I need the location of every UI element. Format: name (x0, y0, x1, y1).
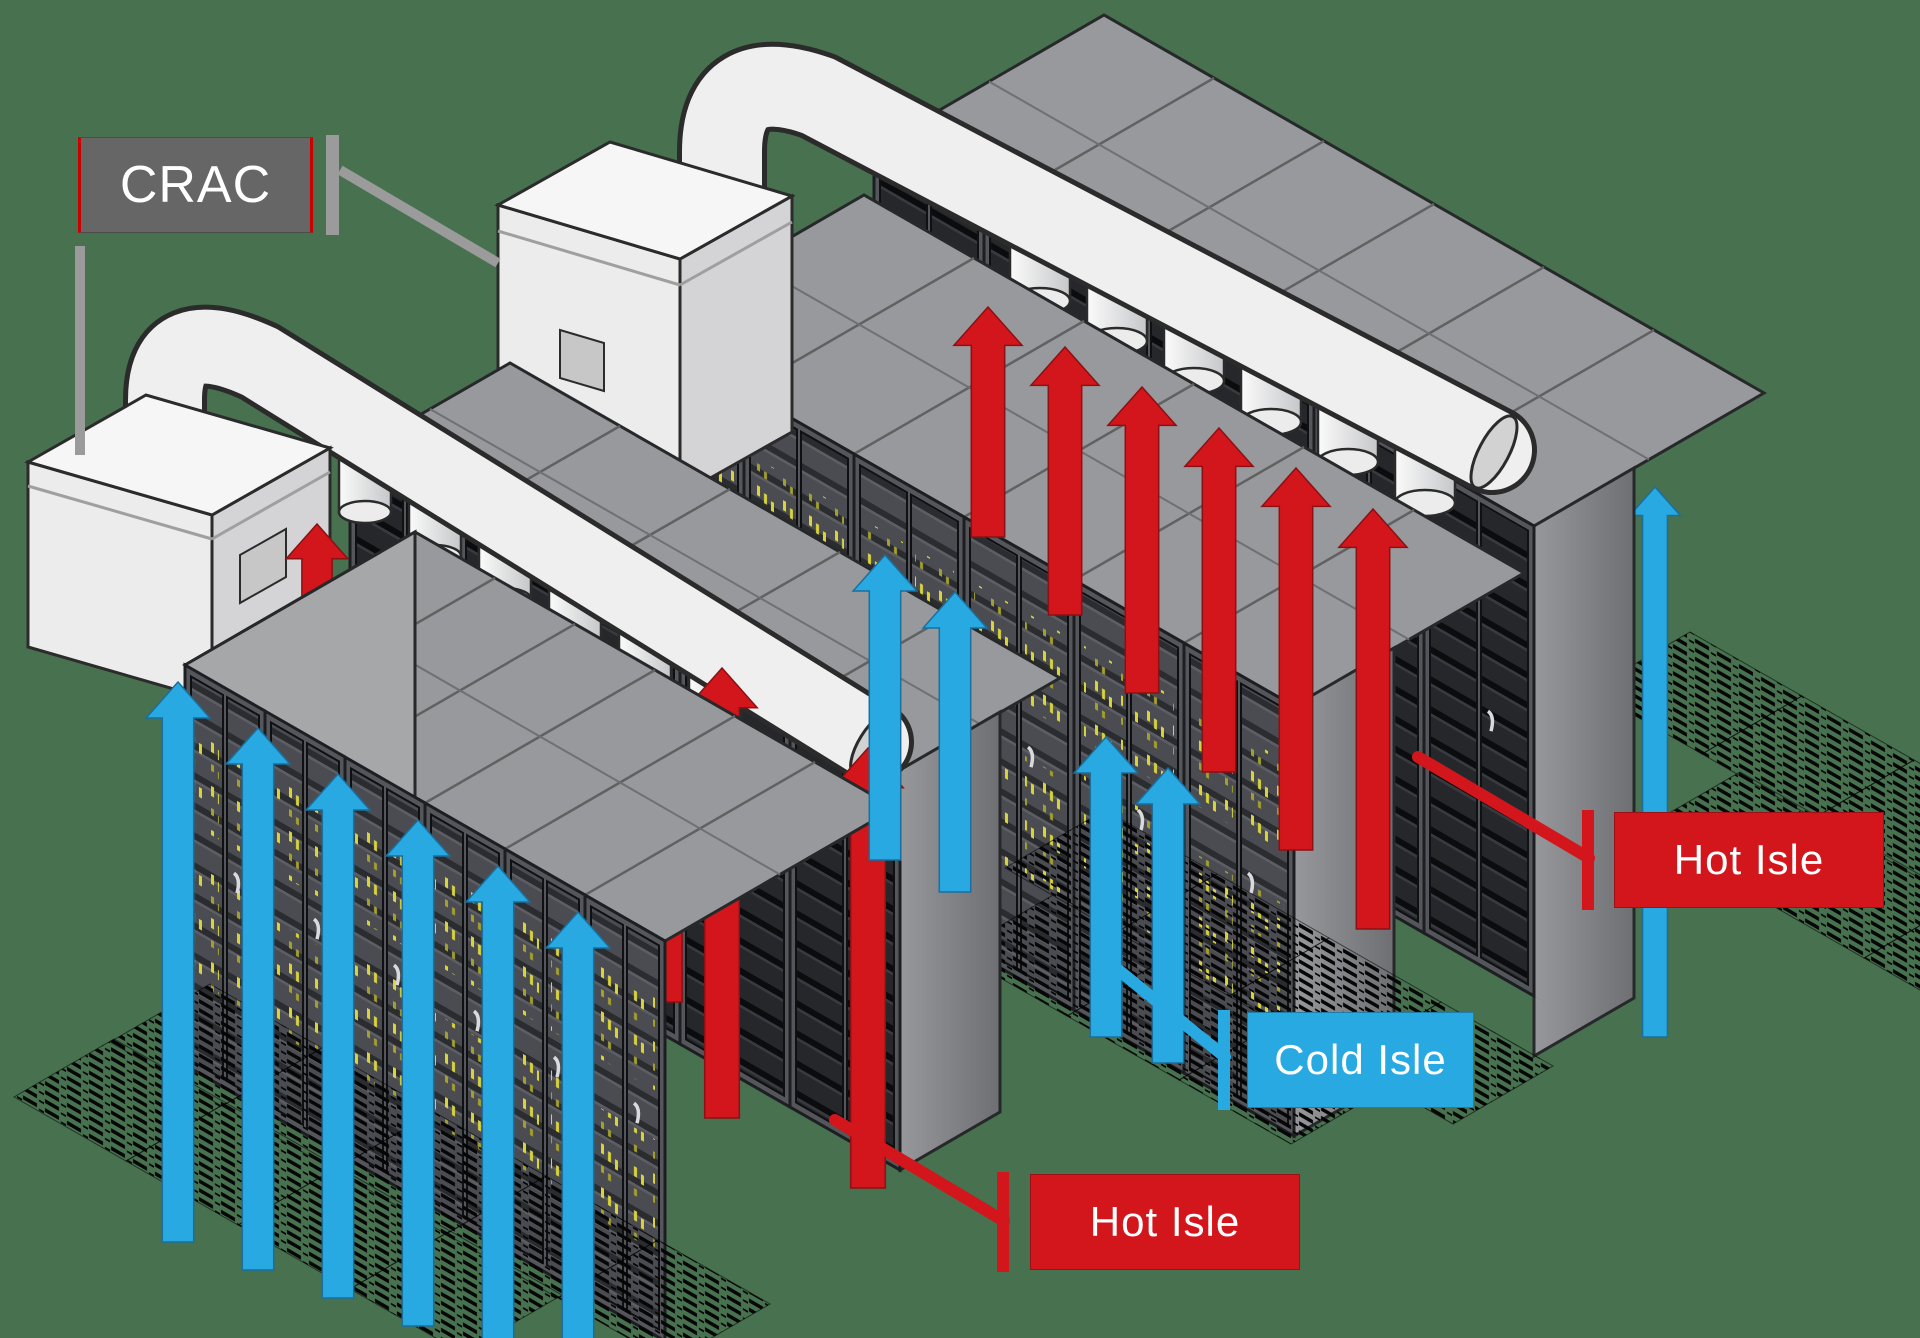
hot-isle-right-connector (1412, 751, 1595, 864)
cold-isle-tick (1218, 1010, 1230, 1110)
rack-led-cluster (515, 914, 539, 1024)
rack-door-handle (1486, 709, 1495, 732)
hot-isle-bottom-tick (997, 1172, 1009, 1272)
rack-led-cluster (195, 730, 219, 840)
rack-door-handle (232, 871, 241, 894)
rack-led-cluster (1245, 737, 1284, 856)
overhead-duct-upper (677, 41, 1537, 495)
rack-led-cluster (435, 1012, 459, 1147)
crac-seam (211, 470, 331, 541)
funnel-rim (337, 499, 393, 525)
crac-label: CRAC (78, 137, 313, 233)
rack-led-cluster (195, 860, 219, 995)
crac-access-panel (559, 328, 605, 393)
hot-air-arrow (1106, 385, 1178, 694)
cold-isle-text: Cold Isle (1274, 1036, 1447, 1083)
rack-led-cluster (1084, 645, 1123, 764)
rack-door-handle (632, 1101, 641, 1124)
hot-isle-right-tick (1582, 810, 1594, 910)
hot-air-arrow (1029, 345, 1101, 616)
rack-led-cluster (435, 868, 459, 978)
duct-pipe (128, 309, 909, 779)
duct-pipe (682, 46, 1532, 490)
perforated-floor-tile (1862, 924, 1920, 991)
crac-seam (679, 220, 793, 287)
cold-air-arrow (464, 864, 532, 1338)
duct-end-cap (1469, 414, 1519, 490)
rack-door-handle (1246, 871, 1255, 894)
cold-air-arrow (1072, 735, 1140, 1038)
perforated-floor-tile (556, 1239, 772, 1338)
rack-led-cluster (355, 952, 379, 1087)
rack-door-handle (472, 1009, 481, 1032)
rack-top-mid-seam (988, 80, 1650, 461)
cold-air-arrow (921, 590, 989, 893)
hot-air-arrow (1337, 507, 1409, 930)
rack-led-cluster (1135, 674, 1174, 793)
crac-connector-tick (326, 135, 339, 235)
rack-led-cluster (631, 981, 655, 1091)
crac-seam (497, 229, 681, 287)
crac-access-panel (239, 527, 287, 605)
cold-air-arrow (1628, 485, 1682, 1038)
crac-connector-line (337, 165, 501, 268)
hot-isle-bottom-connector (829, 1114, 1010, 1227)
hot-isle-label-bottom: Hot Isle (1030, 1174, 1300, 1270)
cold-air-arrow (224, 726, 292, 1271)
rack-door-handle (392, 963, 401, 986)
rack-end-panel (1532, 465, 1636, 1059)
rack-led-cluster (515, 1044, 539, 1179)
rack-led-cluster (355, 822, 379, 932)
rack-led-cluster (631, 1125, 655, 1260)
hot-air-arrow (1183, 426, 1255, 773)
cold-air-arrow (1134, 766, 1202, 1064)
cold-isle-label: Cold Isle (1247, 1012, 1474, 1108)
hot-isle-bottom-text: Hot Isle (1089, 1198, 1241, 1245)
cold-isle-connector (1099, 953, 1231, 1063)
crac-seam (27, 484, 213, 541)
cold-air-arrow (384, 818, 452, 1327)
crac-top-face (494, 140, 796, 261)
hot-isle-right-text: Hot Isle (1673, 836, 1825, 883)
cold-air-arrow (544, 910, 612, 1338)
rack-door-handle (1136, 808, 1145, 831)
cold-air-arrow (304, 772, 372, 1299)
rack-led-cluster (595, 1104, 619, 1239)
crac-top-face (24, 393, 334, 517)
rack-door-handle (312, 917, 321, 940)
hot-isle-label-right: Hot Isle (1614, 812, 1884, 908)
rack-door-handle (552, 1055, 561, 1078)
cold-air-arrow (851, 553, 919, 861)
rack-door-handle (1026, 745, 1035, 768)
hot-air-arrow (1260, 466, 1332, 851)
rack-led-cluster (595, 960, 619, 1070)
crac-label-text: CRAC (119, 156, 272, 214)
label-connectors (75, 135, 1595, 1272)
rack-back-door (1480, 501, 1529, 987)
hot-air-arrow (952, 305, 1024, 538)
rack-led-cluster (275, 920, 299, 1055)
rack-led-cluster (275, 776, 299, 886)
cold-air-arrow (144, 680, 212, 1243)
